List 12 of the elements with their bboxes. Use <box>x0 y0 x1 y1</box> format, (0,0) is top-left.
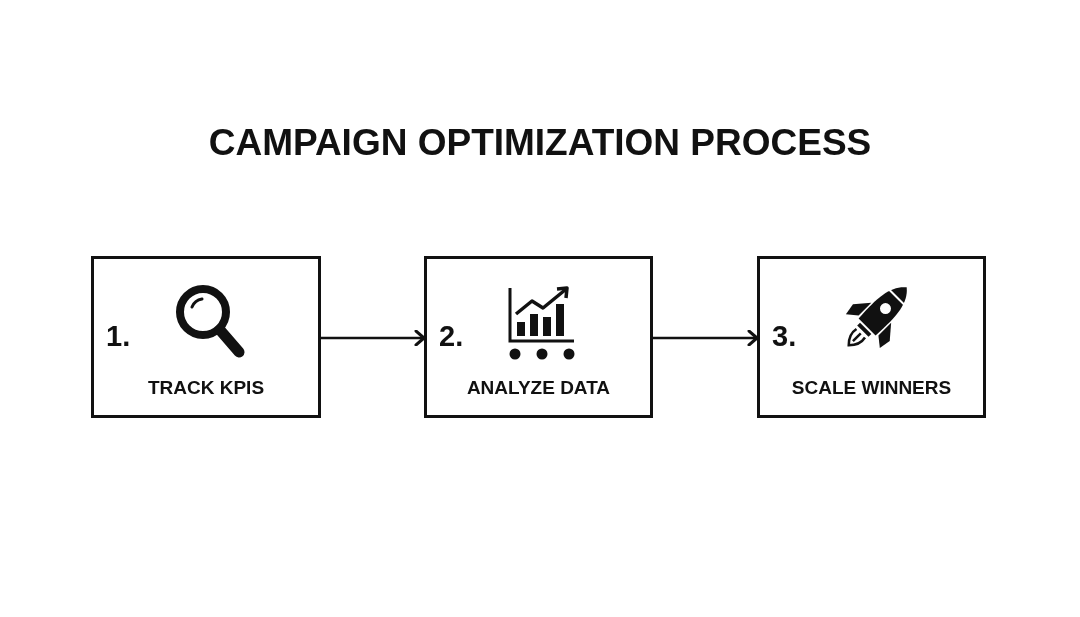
process-box <box>424 256 653 418</box>
step-number: 3. <box>772 319 797 353</box>
step-label: TRACK KPIS <box>147 376 265 399</box>
step-number: 2. <box>439 319 464 353</box>
process-box <box>91 256 321 418</box>
diagram-title: CAMPAIGN OPTIMIZATION PROCESS <box>208 121 872 165</box>
arrow <box>321 329 426 347</box>
step-label: SCALE WINNERS <box>791 376 952 399</box>
step-number: 1. <box>106 319 131 353</box>
step-label: ANALYZE DATA <box>466 376 611 399</box>
arrow <box>653 329 759 347</box>
process-box <box>757 256 986 418</box>
